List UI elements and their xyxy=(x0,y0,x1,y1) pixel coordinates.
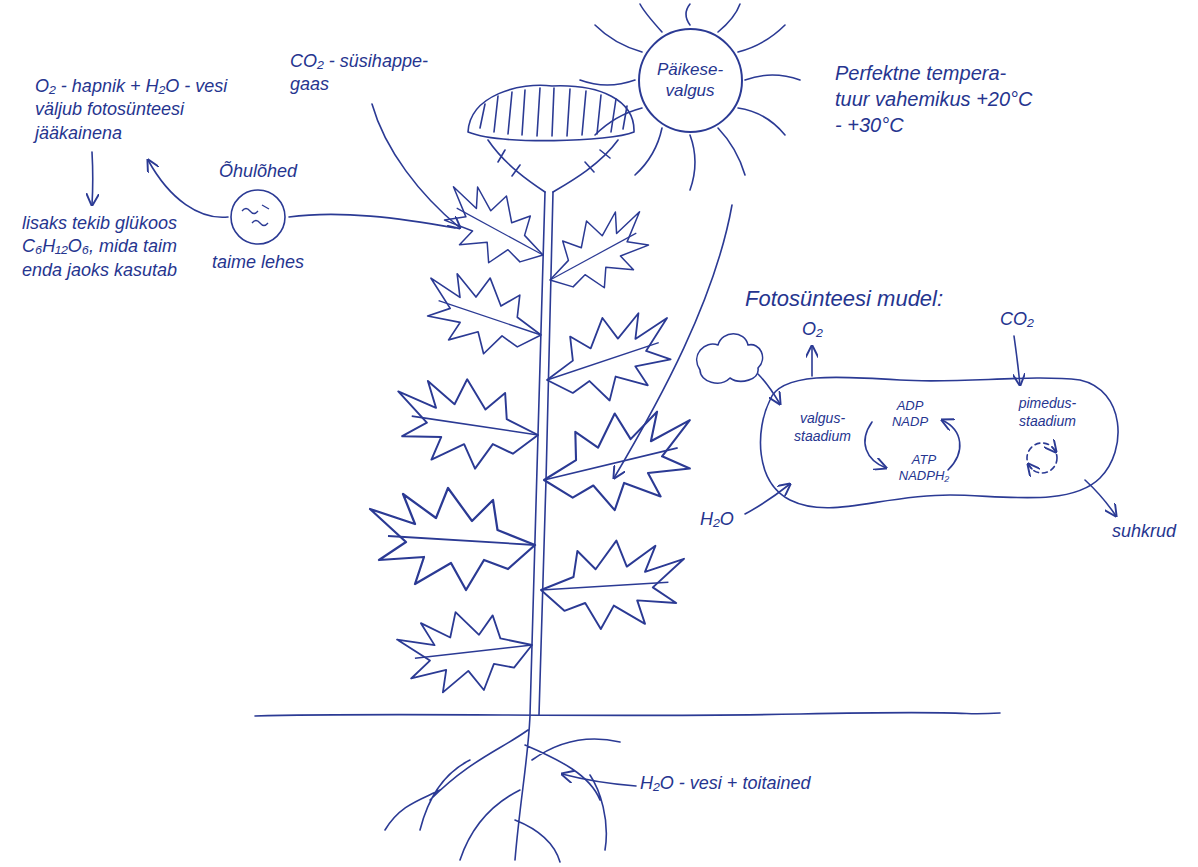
leaf xyxy=(535,302,684,415)
temperature-note: Perfektne tempera- tuur vahemikus +20°C … xyxy=(835,60,1035,138)
cycle-arrow xyxy=(865,422,886,468)
output-note: O₂ - hapnik + H₂O - vesi väljub fotosünt… xyxy=(35,75,270,145)
node-text: taime lehes xyxy=(212,251,304,274)
model-heading: Fotosünteesi mudel: xyxy=(745,285,943,314)
flower-fringe xyxy=(480,88,627,136)
stoma-outline xyxy=(231,190,285,244)
flower-cap xyxy=(468,85,634,140)
ground-line xyxy=(255,713,1000,716)
chloroplast-outline: valgus- staadium ADP NADP ATP NADPH₂ pimedu… xyxy=(755,370,1130,520)
sun-ray xyxy=(595,108,642,135)
calvin-cycle xyxy=(1027,443,1057,473)
sunlight-arrow xyxy=(614,205,732,478)
sun-ray xyxy=(738,25,785,52)
node-text: pimedus- staadium xyxy=(1010,395,1085,430)
sun-ray xyxy=(718,128,745,175)
sun-ray xyxy=(635,128,662,175)
stoma-leader xyxy=(289,214,455,228)
water-arrow xyxy=(562,774,636,786)
chloroplast-shape xyxy=(755,370,1130,520)
light-arrow xyxy=(758,374,780,404)
plant-stem xyxy=(530,192,553,715)
leaf xyxy=(416,263,552,367)
sun-ray xyxy=(738,108,785,135)
o2-out-arrow xyxy=(811,346,813,376)
sun-ray xyxy=(745,75,800,80)
sun-ray xyxy=(580,80,635,85)
stoma-detail xyxy=(242,205,269,226)
leaf xyxy=(370,488,535,590)
node-text: ADP NADP xyxy=(885,398,935,431)
flower-head xyxy=(468,85,634,192)
leaf xyxy=(394,600,538,703)
calvin-cycle-arrow xyxy=(1028,464,1032,469)
node-text: valgus- staadium xyxy=(785,410,860,445)
root-note: H₂O - vesi + toitained xyxy=(640,772,810,795)
sun-ray xyxy=(595,25,642,52)
water-in-arrow xyxy=(745,484,790,514)
co2-arrow xyxy=(372,104,460,228)
node-text: Õhulõhed xyxy=(219,160,297,183)
sun-ray xyxy=(640,4,662,32)
leaf xyxy=(535,401,703,521)
node-text: ATP NADPH₂ xyxy=(893,452,955,485)
plant-leaves xyxy=(370,174,703,703)
sun-ray xyxy=(718,4,740,32)
stoma-shape xyxy=(228,187,288,247)
formula-label: CO₂ xyxy=(1000,308,1034,331)
sun-ray xyxy=(690,135,695,190)
sun-circle: Päikese- valgus xyxy=(638,28,743,133)
product-label: suhkrud xyxy=(1112,520,1176,543)
gas-label: CO₂ - süsihappe- gaas xyxy=(290,50,450,97)
formula-label: H₂O xyxy=(700,508,734,531)
flower-base xyxy=(488,140,618,192)
glucose-arrow xyxy=(91,152,93,205)
glucose-note: lisaks tekib glükoos C₆H₁₂O₆, mida taim … xyxy=(22,212,197,282)
oxygen-arrow xyxy=(148,160,228,217)
calvin-cycle-arrow xyxy=(1052,447,1056,452)
chloroplast-outline xyxy=(760,377,1118,508)
cycle-arrow xyxy=(942,420,960,470)
light-cloud xyxy=(697,334,763,383)
plant-roots xyxy=(385,716,620,862)
stoma-circle: Õhulõhed taime lehes xyxy=(212,160,304,273)
node-text: Päikese- valgus xyxy=(650,59,730,102)
leaf xyxy=(431,174,559,282)
leaf xyxy=(541,541,684,629)
formula-label: O₂ xyxy=(802,318,823,341)
leaf xyxy=(392,373,542,474)
sun-ray xyxy=(686,4,690,25)
leaf xyxy=(534,199,662,307)
